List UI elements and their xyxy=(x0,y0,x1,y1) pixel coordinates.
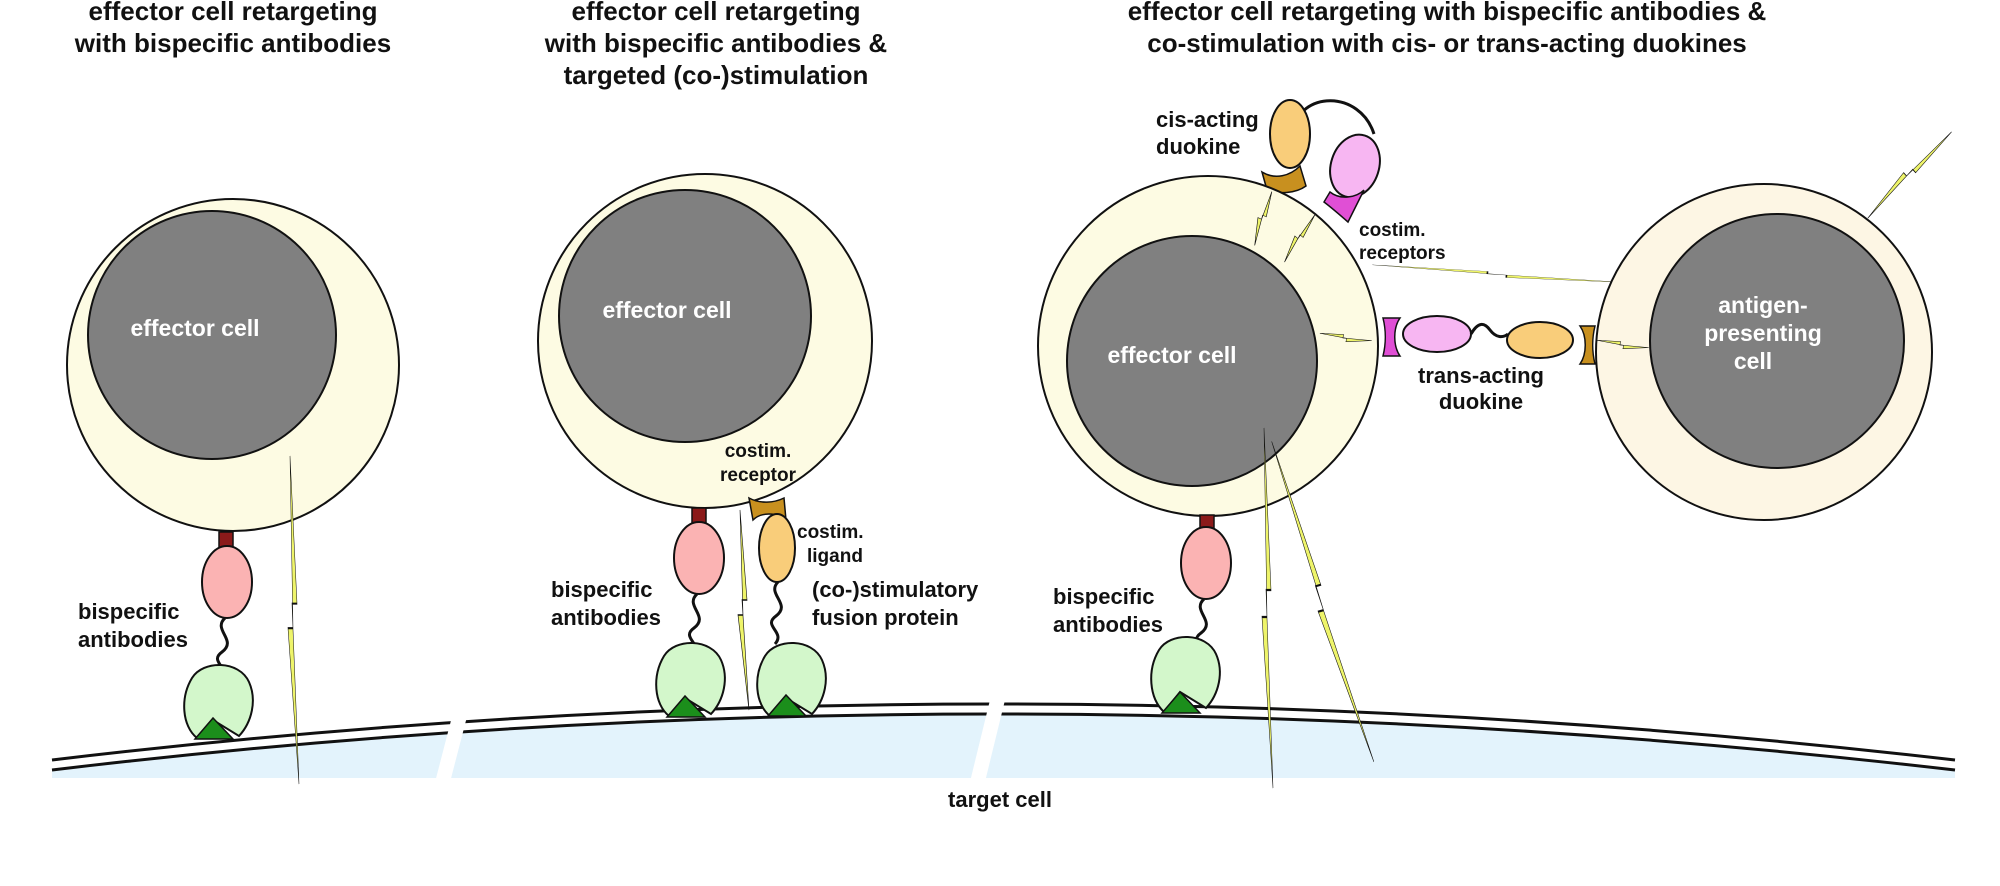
trans-receptor-magenta xyxy=(1382,317,1402,357)
antigen-3 xyxy=(1160,690,1202,714)
antigen-presenting-cell-nucleus xyxy=(1649,213,1905,469)
panel-1-antibody-label-line-2: antibodies xyxy=(78,627,188,652)
panel-2-title-line-1: effector cell retargeting xyxy=(572,0,861,26)
effector-cell-1-label: effector cell xyxy=(130,315,259,341)
panel-2-antibody-label-line-1: bispecific xyxy=(551,577,652,602)
panel-2-title-line-2: with bispecific antibodies & xyxy=(544,28,887,58)
apc-label-line-1: antigen- xyxy=(1718,292,1807,318)
panel-3: effector cell retargeting with bispecifi… xyxy=(1037,0,1958,788)
trans-receptor-gold xyxy=(1578,325,1596,365)
panel-3-title-line-2: co-stimulation with cis- or trans-acting… xyxy=(1147,28,1747,58)
antigen-1 xyxy=(193,716,235,740)
panel-3-antibody-label-line-2: antibodies xyxy=(1053,612,1163,637)
effector-cell-2-nucleus xyxy=(558,189,812,443)
panel-2-antibody-label-line-2: antibodies xyxy=(551,605,661,630)
effector-cell-3-label: effector cell xyxy=(1107,342,1236,368)
target-cell xyxy=(51,700,1956,790)
trans-acting-duokine xyxy=(1382,315,1596,365)
bispecific-antibody-1 xyxy=(183,545,254,740)
panel-2-ligand-label-line-2: ligand xyxy=(807,546,863,567)
membrane-break-1 xyxy=(433,705,470,790)
apc-label-line-2: presenting xyxy=(1704,320,1822,346)
panel-1: effector cell retargeting with bispecifi… xyxy=(66,0,400,784)
target-cell-label: target cell xyxy=(948,787,1052,812)
panel-1-antibody-label-line-1: bispecific xyxy=(78,599,179,624)
panel-3-title-line-1: effector cell retargeting with bispecifi… xyxy=(1128,0,1767,26)
panel-3-cis-label-line-1: cis-acting xyxy=(1156,107,1259,132)
lightning-bolt-icon xyxy=(1370,258,1630,290)
panel-3-trans-label-line-2: duokine xyxy=(1439,389,1523,414)
panel-2: effector cell retargeting with bispecifi… xyxy=(537,0,979,718)
antigen-2b xyxy=(766,693,808,717)
panel-2-title-line-3: targeted (co-)stimulation xyxy=(564,60,869,90)
costim-fusion-protein-2 xyxy=(756,513,827,718)
bispecific-antibody-3 xyxy=(1150,526,1232,714)
lightning-bolt-icon xyxy=(736,508,751,712)
panel-3-antibody-label-line-1: bispecific xyxy=(1053,584,1154,609)
lightning-bolt-icon xyxy=(1860,129,1958,219)
target-cell-fill xyxy=(52,713,1955,778)
bispecific-antibody-2 xyxy=(655,521,726,718)
panel-2-ligand-label-line-1: costim. xyxy=(797,522,864,543)
panel-2-fusion-label-line-1: (co-)stimulatory xyxy=(812,577,979,602)
apc-label-line-3: cell xyxy=(1734,348,1772,374)
panel-2-receptor-label-line-1: costim. xyxy=(725,441,792,462)
panel-3-receptors-label-line-2: receptors xyxy=(1359,243,1446,264)
effector-cell-2-label: effector cell xyxy=(602,297,731,323)
cis-acting-duokine xyxy=(1260,99,1381,224)
panel-1-title-line-2: with bispecific antibodies xyxy=(74,28,391,58)
panel-2-fusion-label-line-2: fusion protein xyxy=(812,605,959,630)
panel-1-title-line-1: effector cell retargeting xyxy=(89,0,378,26)
membrane-break-2 xyxy=(968,700,1005,790)
panel-3-receptors-label-line-1: costim. xyxy=(1359,220,1426,241)
cis-receptor-magenta xyxy=(1323,189,1365,224)
antigen-2 xyxy=(665,694,707,718)
panel-2-receptor-label-line-2: receptor xyxy=(720,465,797,486)
panel-3-cis-label-line-2: duokine xyxy=(1156,134,1240,159)
panel-3-trans-label-line-1: trans-acting xyxy=(1418,363,1544,388)
effector-cell-1-nucleus xyxy=(87,210,337,460)
effector-cell-3-nucleus xyxy=(1066,235,1318,487)
